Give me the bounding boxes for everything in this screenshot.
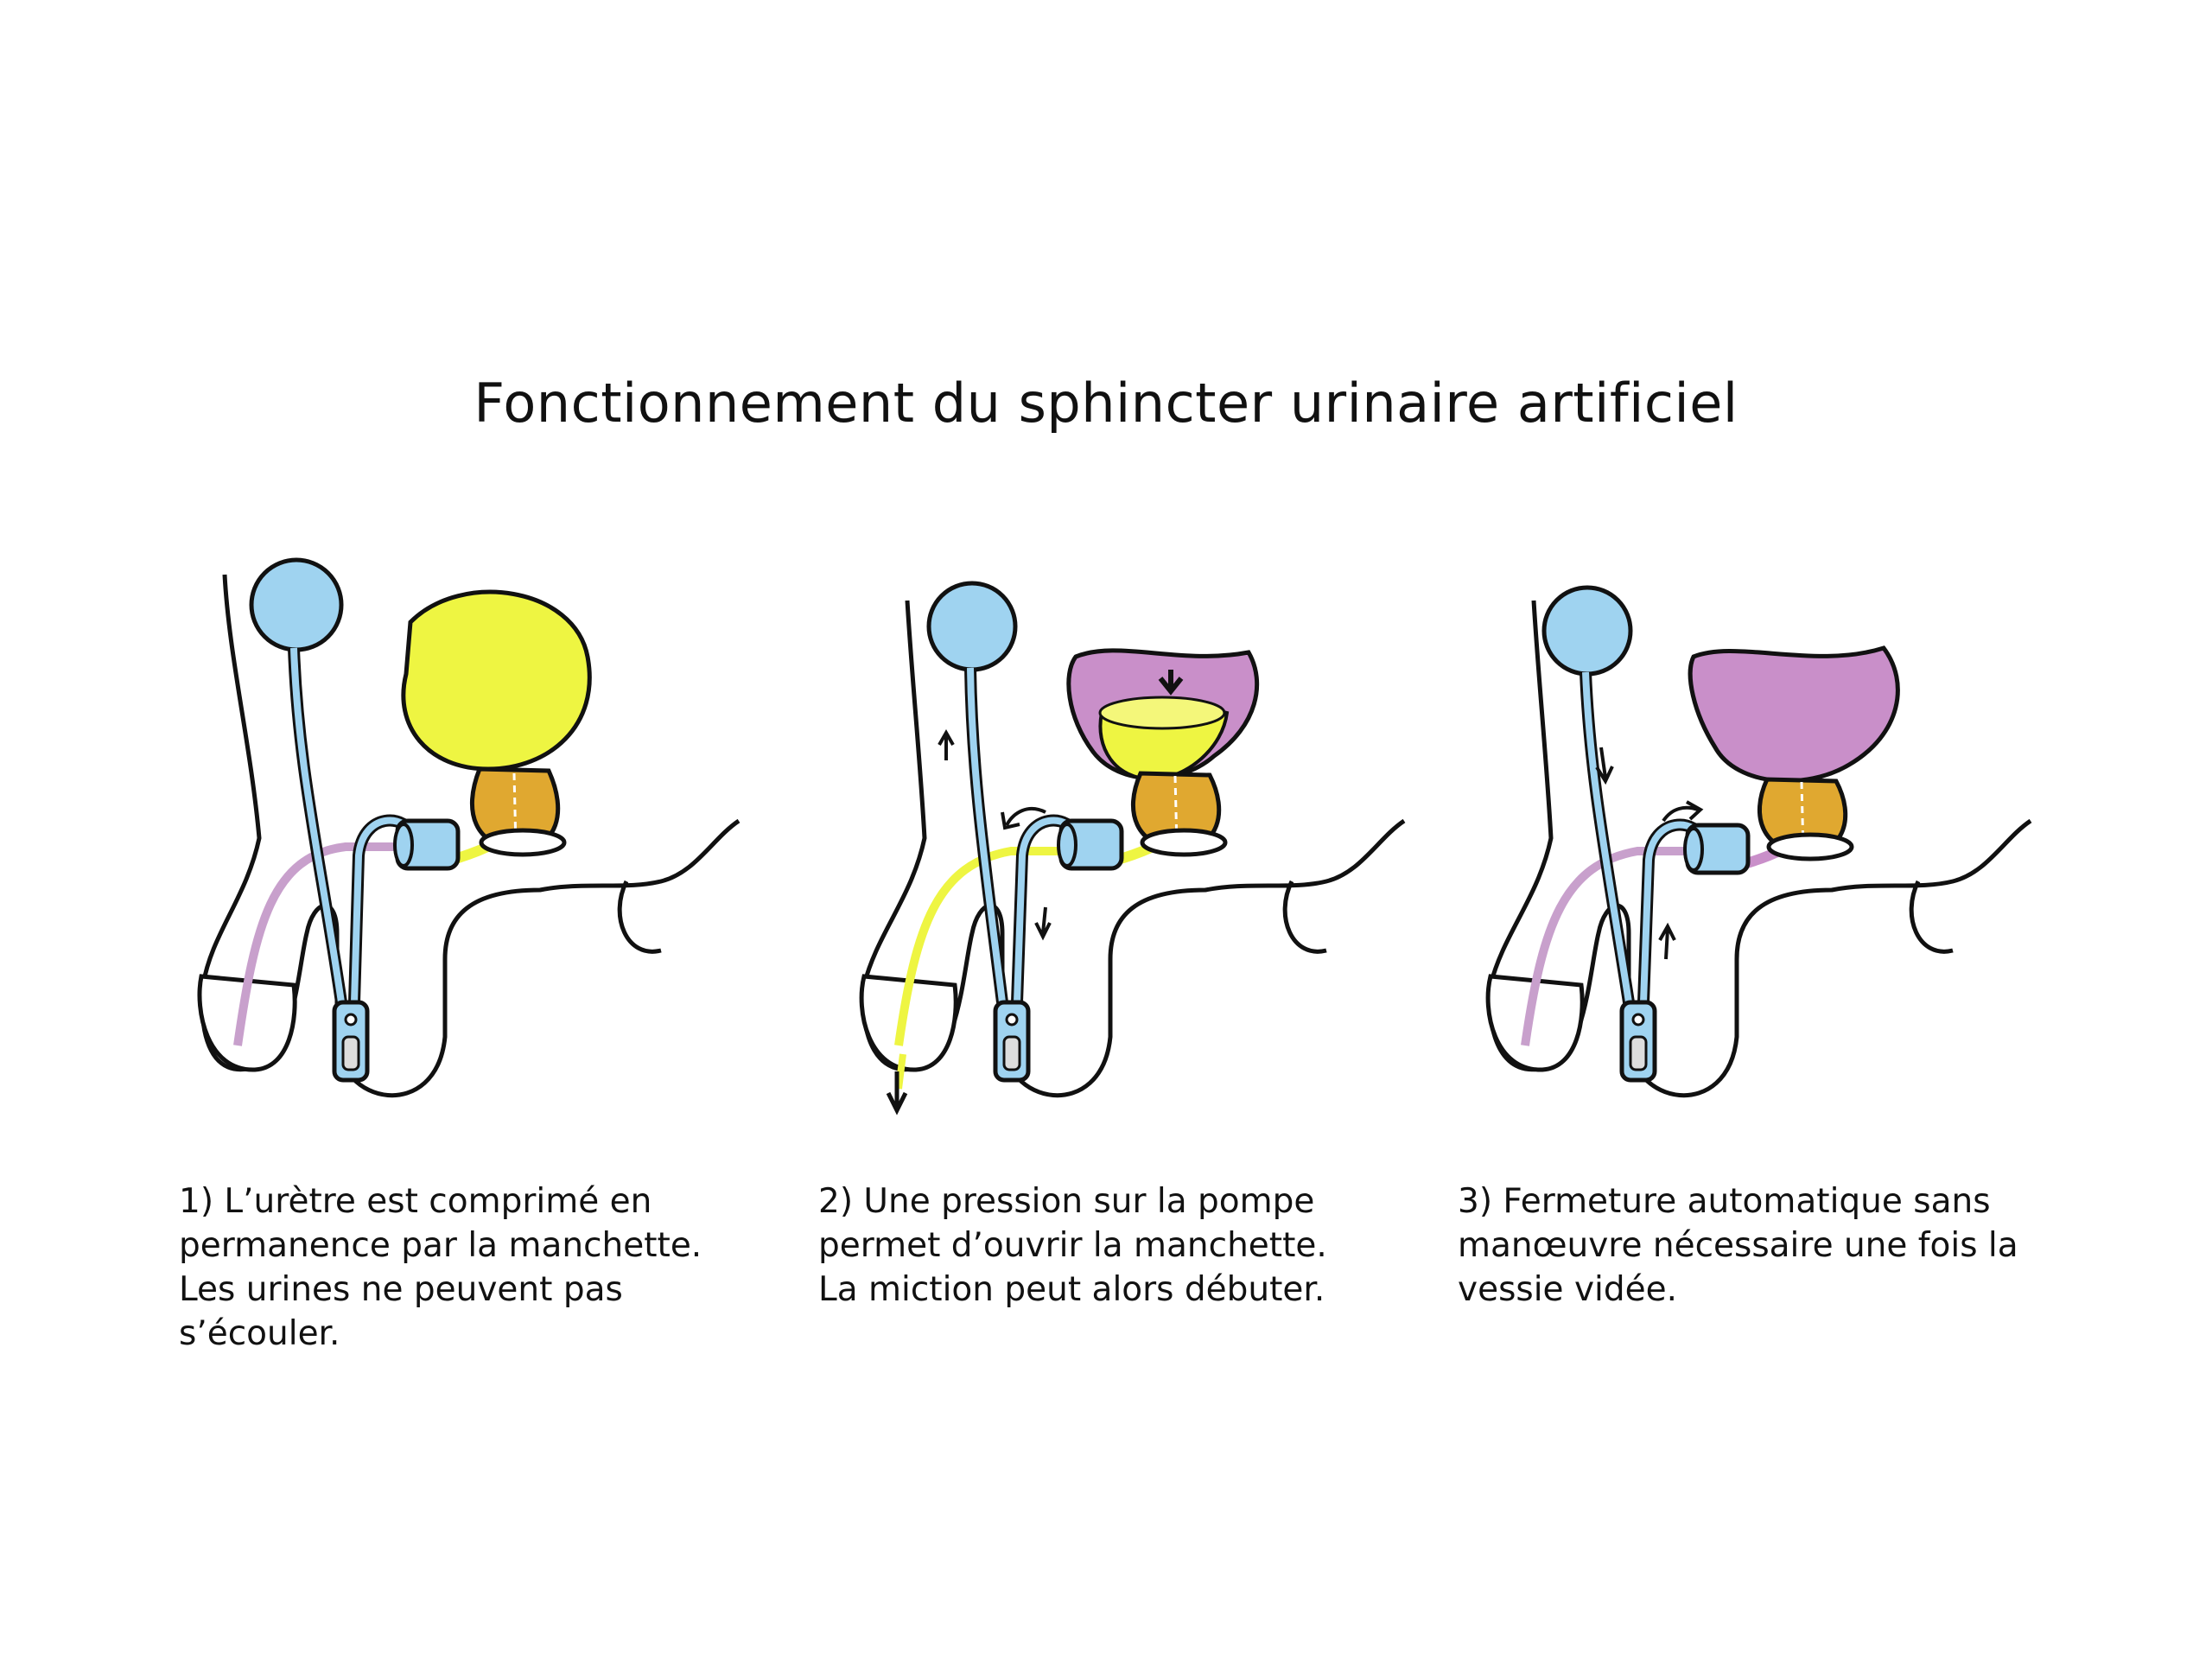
flow-arrow-down-small [1034,906,1052,941]
cuff-ring [1766,832,1854,861]
reservoir-balloon [1541,585,1633,677]
urethra [894,847,1071,1046]
urethra [1521,847,1698,1046]
bladder-arrow [1158,670,1184,696]
urethra [233,842,402,1046]
flow-arrow-curve [1001,807,1046,830]
flow-arrow-up [1658,922,1676,960]
cuff-ring [479,828,567,857]
diagram-step-2 [817,553,1456,1123]
caption-step-2: 2) Une pression sur la pompe permet d’ou… [818,1182,1327,1309]
caption-step-1: 1) L’urètre est comprimé en permanence p… [179,1182,702,1353]
reservoir-balloon [249,557,344,652]
bladder [1688,645,1900,784]
diagram-step-3 [1452,553,2091,1123]
step-2-illustration [859,581,1406,1116]
flow-arrow-down [1595,747,1614,785]
cuff-ring [1140,828,1228,857]
glans [859,974,958,1072]
step-3-illustration [1485,585,2032,1097]
page-title: Fonctionnement du sphincter urinaire art… [474,372,1738,435]
reservoir-balloon [926,581,1018,672]
caption-step-3: 3) Fermeture automatique sans manœuvre n… [1458,1182,2018,1309]
bladder [401,589,592,772]
glans [1485,974,1585,1072]
flow-arrow-down [886,1071,908,1116]
step-1-illustration [197,557,741,1097]
flow-arrow-curve [1662,800,1704,823]
glans [197,974,297,1072]
diagram-step-1 [177,553,817,1123]
flow-arrow-up [938,728,955,760]
